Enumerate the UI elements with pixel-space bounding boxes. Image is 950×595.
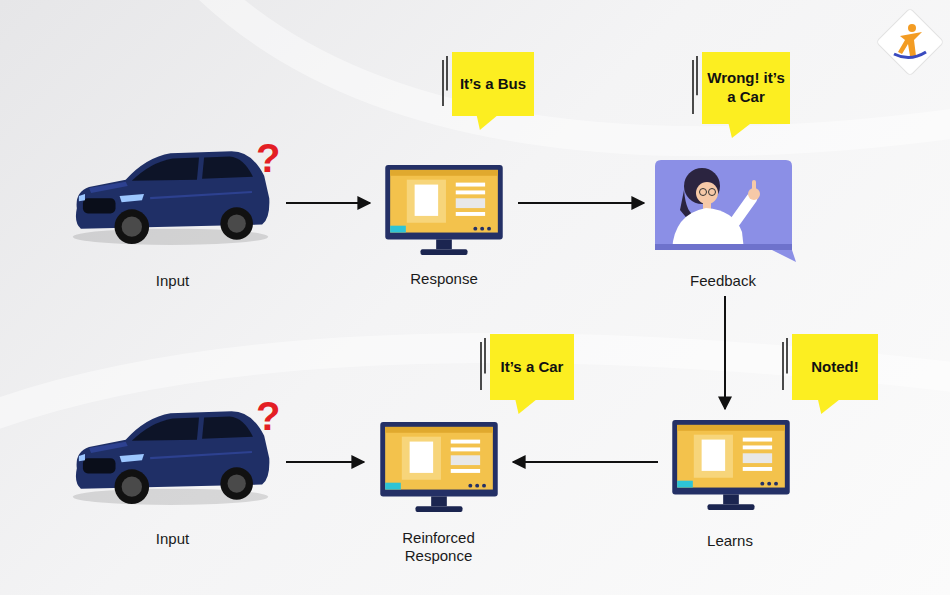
brand-logo — [876, 8, 944, 76]
flow-arrow — [724, 296, 726, 409]
bubble-bar — [442, 60, 444, 106]
step-label: Learns — [674, 532, 786, 550]
flow-arrow — [518, 202, 644, 204]
bubble-tail — [477, 115, 498, 130]
bubble-bar — [446, 56, 448, 90]
car-image — [73, 411, 270, 505]
bubble-text: Wrong! it’s a Car — [707, 69, 785, 107]
bubble-bar — [692, 60, 694, 114]
bubble-bar — [782, 342, 784, 390]
computer-icon — [380, 422, 497, 512]
bubble-text: It’s a Car — [501, 358, 564, 377]
step-icon: Learns — [664, 415, 796, 550]
bubble-tail — [728, 123, 751, 138]
bubble-text: It’s a Bus — [460, 75, 526, 94]
feedback-person — [655, 160, 796, 262]
bubble-tail — [818, 399, 840, 414]
speech-bubble: Noted! — [792, 334, 878, 400]
computer-icon — [672, 420, 789, 510]
step-label: Input — [117, 272, 229, 290]
step-label: Feedback — [667, 272, 779, 290]
step-label: Input — [117, 530, 229, 548]
bubble-bar — [696, 56, 698, 95]
flow-arrow — [286, 461, 364, 463]
bubble-bar — [786, 338, 788, 374]
flow-arrow — [286, 202, 370, 204]
question-mark: ? — [256, 396, 280, 436]
step-icon: Response — [376, 160, 512, 288]
flow-arrow — [513, 461, 658, 463]
step-label: Response — [388, 270, 500, 288]
step-icon: Feedback — [650, 155, 796, 290]
bubble-bar — [484, 338, 486, 374]
computer-icon — [385, 165, 502, 255]
step-label: Reinforced Responce — [383, 529, 495, 565]
bubble-text: Noted! — [811, 358, 859, 377]
step-icon: Input — [65, 128, 280, 290]
speech-bubble: It’s a Bus — [452, 52, 534, 116]
question-mark: ? — [256, 138, 280, 178]
step-icon: Input — [65, 388, 280, 548]
speech-bubble: It’s a Car — [490, 334, 574, 400]
background-swoosh — [0, 0, 950, 420]
step-icon: Reinforced Responce — [370, 415, 507, 565]
car-image — [73, 151, 270, 245]
speech-bubble: Wrong! it’s a Car — [702, 52, 790, 124]
bubble-tail — [515, 399, 537, 414]
bubble-bar — [480, 342, 482, 390]
